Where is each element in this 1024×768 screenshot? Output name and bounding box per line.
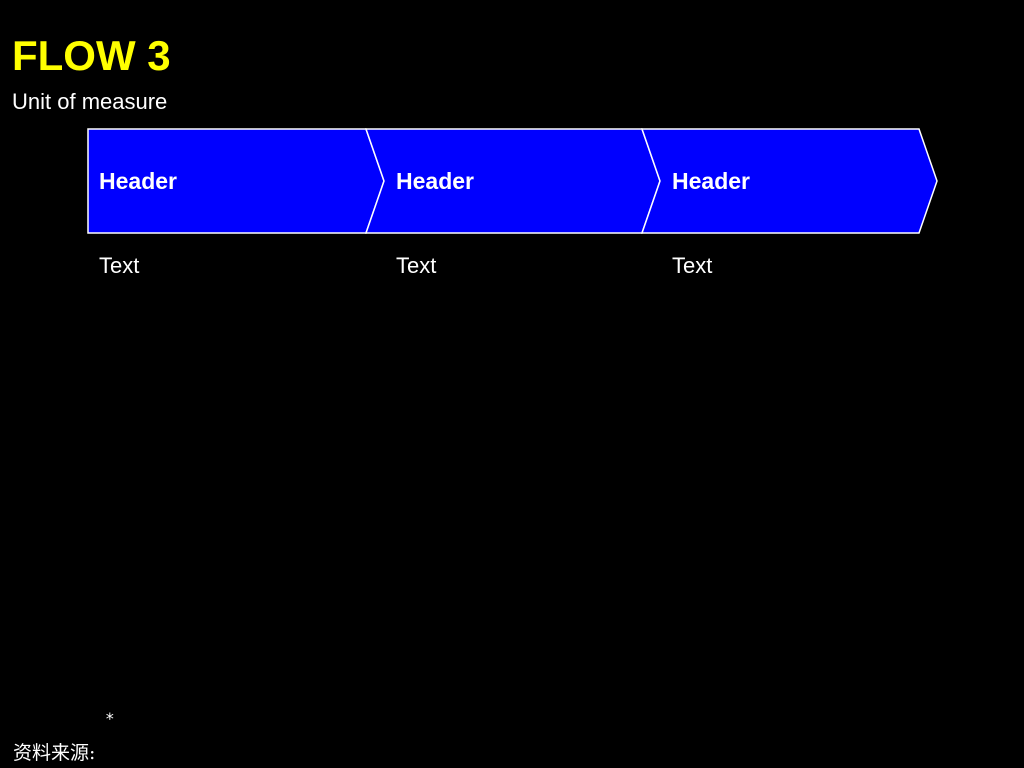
slide-subtitle: Unit of measure	[12, 89, 168, 114]
flow-step-1: Header	[87, 128, 385, 234]
step-header: Header	[396, 168, 474, 194]
step-header: Header	[99, 168, 177, 194]
slide-title: FLOW 3	[12, 32, 171, 79]
step-text: Text	[99, 253, 140, 278]
step-text: Text	[672, 253, 713, 278]
chevron-shape	[640, 128, 938, 234]
footnote-marker: *	[105, 709, 115, 728]
step-header: Header	[672, 168, 750, 194]
flow-step-3: Header	[640, 128, 938, 234]
step-text: Text	[396, 253, 437, 278]
source-label: 资料来源:	[13, 742, 96, 764]
flow-step-2: Header	[364, 128, 661, 234]
